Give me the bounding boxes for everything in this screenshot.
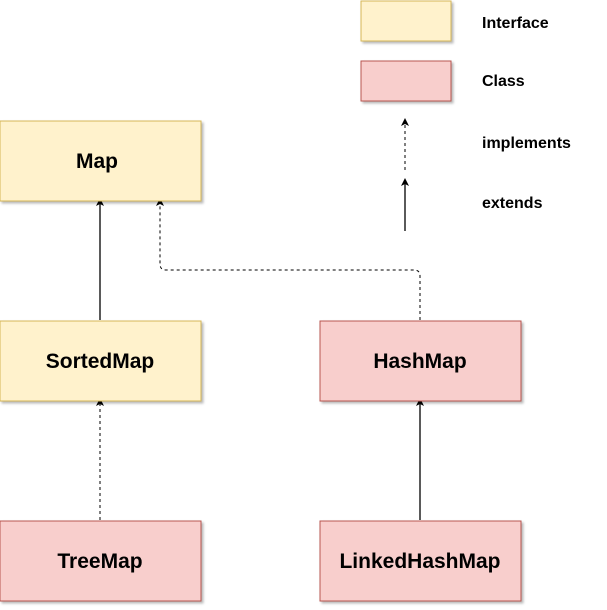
node-linkedhashmap-box <box>319 520 522 602</box>
legend-interface-label: Interface <box>482 15 549 32</box>
node-sortedmap-box <box>0 320 202 402</box>
node-linkedhashmap: LinkedHashMap <box>319 520 522 602</box>
node-hashmap: HashMap <box>319 320 522 402</box>
node-sortedmap-label: SortedMap <box>46 350 155 373</box>
legend-class-swatch <box>360 60 452 102</box>
edge-hashmap-implements-map <box>156 198 421 320</box>
node-hashmap-label: HashMap <box>373 350 466 373</box>
legend: Interface Class implements extends <box>360 0 571 231</box>
node-map-box <box>0 120 202 202</box>
node-treemap-box <box>0 520 202 602</box>
legend-class-label: Class <box>482 73 525 90</box>
legend-interface-swatch <box>360 0 452 42</box>
legend-implements-label: implements <box>482 135 571 152</box>
node-sortedmap: SortedMap <box>0 320 202 402</box>
edges <box>96 198 424 520</box>
node-map-label: Map <box>76 150 118 173</box>
node-treemap-label: TreeMap <box>57 550 142 573</box>
node-treemap: TreeMap <box>0 520 202 602</box>
node-hashmap-box <box>319 320 522 402</box>
legend-extends-label: extends <box>482 195 543 212</box>
node-map: Map <box>0 120 202 202</box>
node-linkedhashmap-label: LinkedHashMap <box>339 550 500 573</box>
